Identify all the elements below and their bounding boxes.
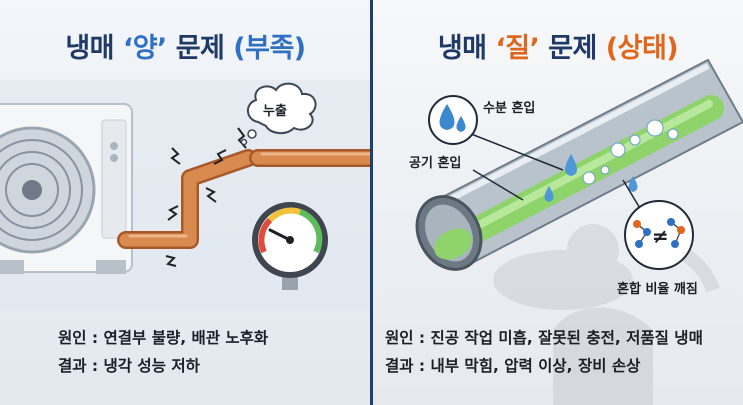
right-result-text: 결과 : 내부 막힘, 압력 이상, 장비 손상 [385, 357, 641, 375]
label-air-mix: 공기 혼입 [409, 156, 462, 171]
left-result-text: 결과 : 냉각 성능 저하 [58, 357, 200, 375]
left-title-highlight: ‘양’ [122, 33, 167, 64]
right-title-suffix: (상태) [605, 33, 679, 64]
left-illustration [0, 80, 371, 310]
neq-symbol: ≠ [652, 224, 669, 248]
copper-pipe-icon [117, 149, 371, 249]
label-water-mix: 수분 혼입 [483, 101, 536, 116]
leak-bubble-label: 누출 [263, 104, 287, 119]
leak-bubble-icon [240, 82, 317, 146]
right-title: 냉매 ‘질’ 문제 (상태) [437, 33, 679, 64]
air-bubble-icon [582, 119, 679, 185]
panel-divider [370, 0, 373, 405]
molecule-mixture-callout-icon [624, 200, 694, 270]
pressure-gauge-icon [252, 202, 328, 290]
label-ratio-broken: 혼합 비율 깨짐 [617, 282, 698, 297]
left-panel: 냉매 ‘양’ 문제 (부족) [0, 0, 371, 405]
left-title-suffix: (부족) [233, 33, 306, 64]
left-cause-text: 원인 : 연결부 불량, 배관 노후화 [58, 329, 269, 347]
water-droplet-icon [544, 154, 638, 202]
right-title-highlight: ‘질’ [495, 33, 540, 64]
water-drops-callout-icon [428, 95, 478, 145]
leak-crack-icon [165, 127, 247, 267]
right-panel: 냉매 ‘질’ 문제 (상태) [373, 0, 743, 405]
right-cause-text: 원인 : 진공 작업 미흡, 잘못된 충전, 저품질 냉매 [385, 329, 703, 347]
right-illustration [415, 58, 743, 405]
left-title: 냉매 ‘양’ 문제 (부족) [65, 33, 306, 64]
ac-outdoor-unit-icon [0, 103, 133, 274]
